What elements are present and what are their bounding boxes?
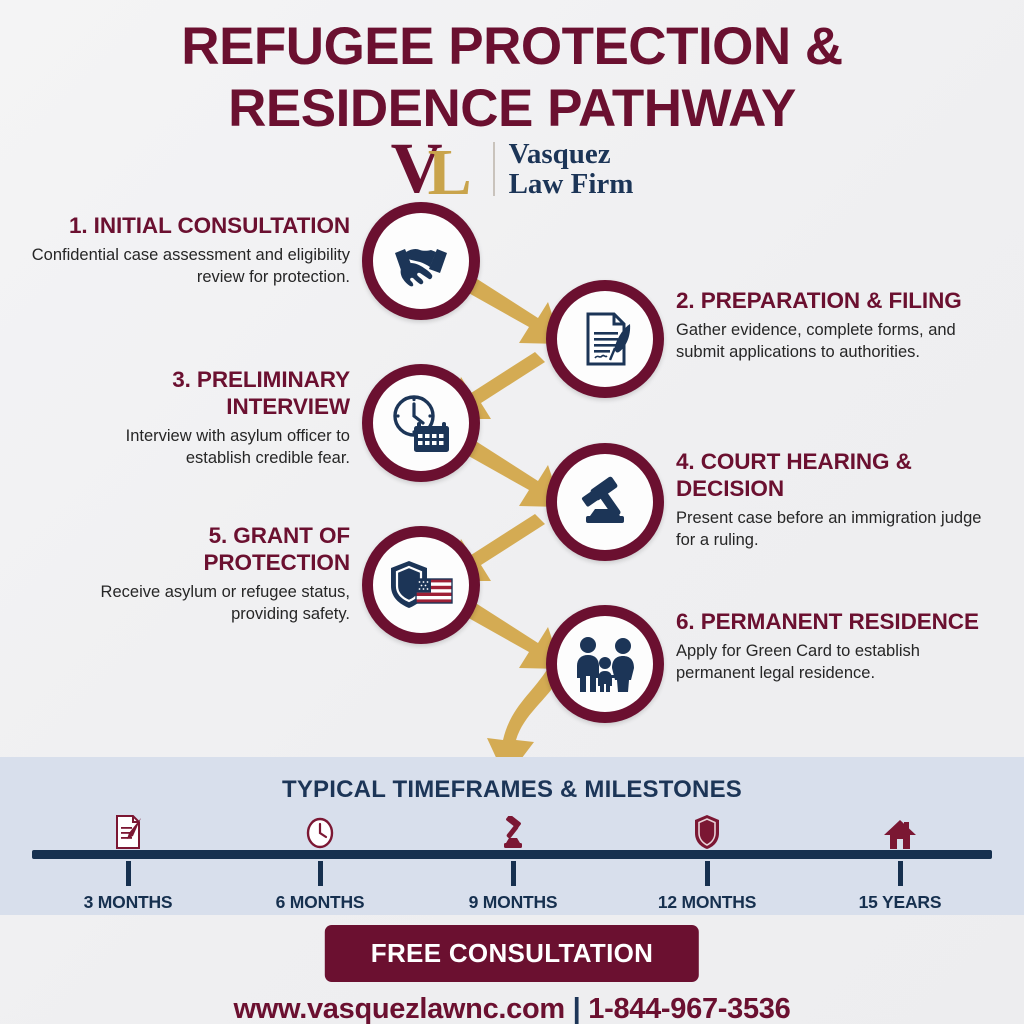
contact-separator: | [572,993,581,1024]
arrow-step6-to-timeline [487,668,561,779]
step-4-icon-circle [546,443,664,561]
handshake-icon [389,229,453,293]
step-5-title: 5. GRANT OF PROTECTION [203,523,350,575]
page-title: REFUGEE PROTECTION & RESIDENCE PATHWAY [0,16,1024,140]
timeline-axis [32,850,992,859]
timeline-label-2: 6 MONTHS [275,892,365,912]
step-3-icon-circle [362,364,480,482]
timeline-item-5: 15 YEARS [820,810,980,913]
step-4-title: 4. COURT HEARING & DECISION [676,449,912,501]
logo-divider [492,142,495,196]
arrow-step5-to-step6 [465,602,562,669]
arrow-step3-to-step4 [465,440,562,507]
logo-firm-name: Vasquez Law Firm [509,139,634,199]
timeline-label-4: 12 MONTHS [657,892,757,912]
document-pen-icon [48,810,208,850]
logo-name-line-2: Law Firm [508,168,634,200]
firm-logo: V L Vasquez Law Firm [0,128,1024,209]
timeline-item-3: 9 MONTHS [433,810,593,913]
timeline-tick-2 [317,861,323,886]
timeline-tick-5 [897,861,903,886]
step-6-icon-circle [546,605,664,723]
step-5-icon-circle [362,526,480,644]
step-1-description: Confidential case assessment and eligibi… [31,246,350,286]
timeline-section: TYPICAL TIMEFRAMES & MILESTONES 3 MONTHS [0,757,1024,915]
step-4-text: 4. COURT HEARING & DECISION Present case… [676,448,984,551]
title-line-2: RESIDENCE PATHWAY [228,79,796,138]
website-link[interactable]: www.vasquezlawnc.com [233,993,566,1024]
timeline-item-1: 3 MONTHS [48,810,208,913]
clock-icon [240,810,400,850]
gavel-icon [573,472,637,532]
title-line-1: REFUGEE PROTECTION & [181,17,843,76]
phone-link[interactable]: 1-844-967-3536 [588,993,791,1024]
house-icon [820,810,980,850]
step-2-description: Gather evidence, complete forms, and sub… [676,321,956,361]
step-3-description: Interview with asylum officer to establi… [125,427,350,467]
logo-letter-l: L [427,136,472,209]
logo-name-line-1: Vasquez [508,138,611,170]
document-quill-icon [574,308,636,370]
step-6-text: 6. PERMANENT RESIDENCE Apply for Green C… [676,608,984,684]
contact-line: www.vasquezlawnc.com | 1-844-967-3536 [0,993,1024,1024]
timeline-tick-4 [704,861,710,886]
step-6-title: 6. PERMANENT RESIDENCE [676,609,979,634]
step-3-text: 3. PRELIMINARY INTERVIEW Interview with … [60,366,350,469]
arrow-step1-to-step2 [465,277,562,344]
family-icon [571,634,639,694]
step-1-text: 1. INITIAL CONSULTATION Confidential cas… [30,212,350,288]
timeline-label-1: 3 MONTHS [83,892,173,912]
step-4-description: Present case before an immigration judge… [676,509,982,549]
timeline-item-4: 12 MONTHS [627,810,787,913]
timeline-item-2: 6 MONTHS [240,810,400,913]
timeline-tick-1 [125,861,131,886]
step-5-description: Receive asylum or refugee status, provid… [100,583,350,623]
step-2-title: 2. PREPARATION & FILING [676,288,962,313]
step-6-description: Apply for Green Card to establish perman… [676,642,920,682]
gavel-icon [433,810,593,850]
timeline-label-3: 9 MONTHS [468,892,558,912]
shield-icon [627,810,787,850]
free-consultation-button[interactable]: FREE CONSULTATION [324,925,700,982]
shield-flag-icon [387,555,455,615]
step-3-title: 3. PRELIMINARY INTERVIEW [172,367,350,419]
logo-monogram: V L [390,128,487,209]
step-2-text: 2. PREPARATION & FILING Gather evidence,… [676,287,976,363]
clock-calendar-icon [388,392,454,454]
timeline-title: TYPICAL TIMEFRAMES & MILESTONES [281,776,742,803]
step-2-icon-circle [546,280,664,398]
timeline-label-5: 15 YEARS [858,892,942,912]
step-1-title: 1. INITIAL CONSULTATION [68,213,350,238]
step-5-text: 5. GRANT OF PROTECTION Receive asylum or… [85,522,351,625]
logo-letter-v: V [390,128,443,208]
step-1-icon-circle [362,202,480,320]
timeline-tick-3 [510,861,516,886]
